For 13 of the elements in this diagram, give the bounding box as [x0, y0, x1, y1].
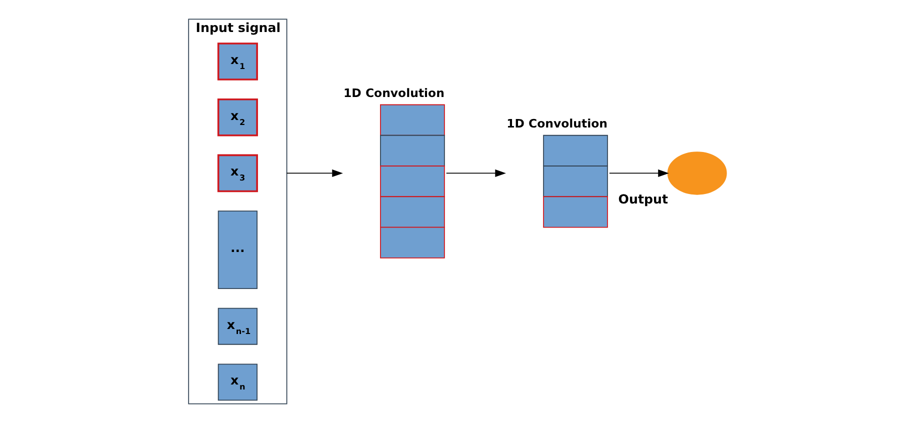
- node-box: x$_{3}$: [217, 154, 258, 192]
- arrow: [286, 169, 343, 177]
- node-ellipse: [667, 152, 727, 195]
- node-label: 1D Convolution: [344, 86, 444, 100]
- node-label: 1D Convolution: [506, 116, 608, 131]
- node-box: x$_{n-1}$: [218, 308, 258, 345]
- node-box: x$_{1}$: [217, 42, 258, 80]
- node-box: ...: [218, 210, 258, 289]
- node-label: Output: [618, 192, 668, 207]
- arrow: [446, 169, 506, 177]
- node-box: x$_{2}$: [217, 98, 258, 136]
- node-box: x$_{n}$: [218, 364, 258, 401]
- arrow: [608, 169, 669, 177]
